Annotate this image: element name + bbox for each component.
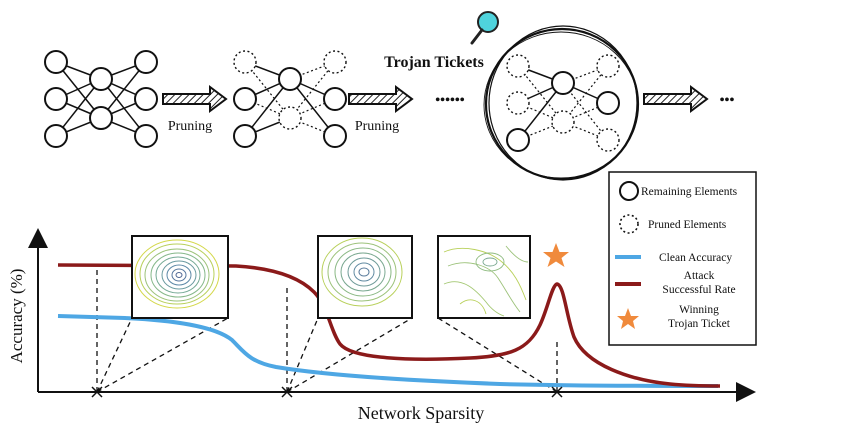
- pruned-edge: [289, 61, 336, 119]
- remaining-node: [233, 124, 257, 148]
- pruning-label-1: Pruning: [168, 119, 212, 134]
- pruned-node: [596, 128, 620, 152]
- loss-landscape-1: [131, 235, 229, 319]
- pruned-node: [323, 50, 347, 74]
- pruned-edge: [562, 65, 609, 123]
- remaining-node: [233, 87, 257, 111]
- legend-attack-line2: Successful Rate: [662, 284, 735, 296]
- remaining-node: [134, 50, 158, 74]
- trojan-ticket-circle: [483, 25, 640, 181]
- remaining-node: [596, 91, 620, 115]
- legend: Remaining Elements Pruned Elements Clean…: [608, 171, 757, 346]
- y-axis-label: Accuracy (%): [7, 269, 26, 364]
- plot: Accuracy (%) Network Sparsity: [7, 228, 756, 423]
- loss-landscape-2: [317, 235, 413, 319]
- magnifier-icon: [470, 11, 499, 45]
- winning-trojan-ticket-star-icon: [543, 243, 569, 267]
- remaining-node: [44, 50, 68, 74]
- pruned-edge: [244, 61, 291, 119]
- pruned-node: [233, 50, 257, 74]
- loss-landscape-3: [437, 235, 531, 319]
- x-axis-label: Network Sparsity: [358, 403, 484, 423]
- dense-network: [44, 50, 158, 148]
- pruned-node: [278, 106, 302, 130]
- remaining-node: [506, 128, 530, 152]
- remaining-node: [134, 87, 158, 111]
- clean-accuracy-curve: [57, 314, 719, 388]
- prune-arrow-2-icon: [348, 85, 414, 113]
- pruned-node: [506, 54, 530, 78]
- trojan-tickets-title: Trojan Tickets: [384, 54, 484, 71]
- prune-arrow-3-icon: [643, 85, 709, 113]
- pruned-edge: [517, 65, 564, 123]
- remaining-node: [44, 124, 68, 148]
- remaining-node: [89, 106, 113, 130]
- network-edge: [100, 78, 147, 137]
- legend-attack-line1: Attack: [684, 270, 715, 282]
- sparsity-markers: [91, 386, 563, 398]
- pruned-edge: [562, 65, 609, 84]
- pruned-node: [551, 110, 575, 134]
- legend-winning-line2: Trojan Ticket: [668, 318, 731, 330]
- trojan-ticket-network: [506, 54, 620, 152]
- legend-star-icon: [617, 308, 639, 329]
- network-edge: [55, 78, 102, 137]
- remaining-node: [323, 124, 347, 148]
- dashed-connectors: [96, 270, 558, 393]
- remaining-node: [134, 124, 158, 148]
- pruned-element-icon: [619, 214, 639, 234]
- remaining-node: [323, 87, 347, 111]
- legend-pruned: Pruned Elements: [648, 219, 727, 231]
- network-edge: [289, 78, 336, 137]
- remaining-node: [278, 67, 302, 91]
- pruned-node: [596, 54, 620, 78]
- pruned-edge: [562, 82, 609, 141]
- remaining-element-icon: [619, 181, 639, 201]
- remaining-node: [551, 71, 575, 95]
- pruned-network-1: [233, 50, 347, 148]
- pruned-edge: [289, 117, 336, 137]
- remaining-node: [89, 67, 113, 91]
- network-edge: [244, 78, 291, 137]
- pruning-label-2: Pruning: [355, 119, 399, 134]
- ellipsis-2: •••: [720, 93, 735, 108]
- network-edge: [517, 82, 564, 141]
- pruned-edge: [289, 61, 336, 80]
- ellipsis-1: ••••••: [435, 93, 465, 108]
- pruned-edge: [562, 121, 609, 141]
- legend-clean: Clean Accuracy: [659, 252, 732, 264]
- legend-remaining: Remaining Elements: [641, 186, 738, 198]
- prune-arrow-1-icon: [162, 85, 228, 113]
- pruned-edge: [517, 121, 564, 141]
- remaining-node: [44, 87, 68, 111]
- pruned-node: [506, 91, 530, 115]
- legend-winning-line1: Winning: [679, 304, 719, 316]
